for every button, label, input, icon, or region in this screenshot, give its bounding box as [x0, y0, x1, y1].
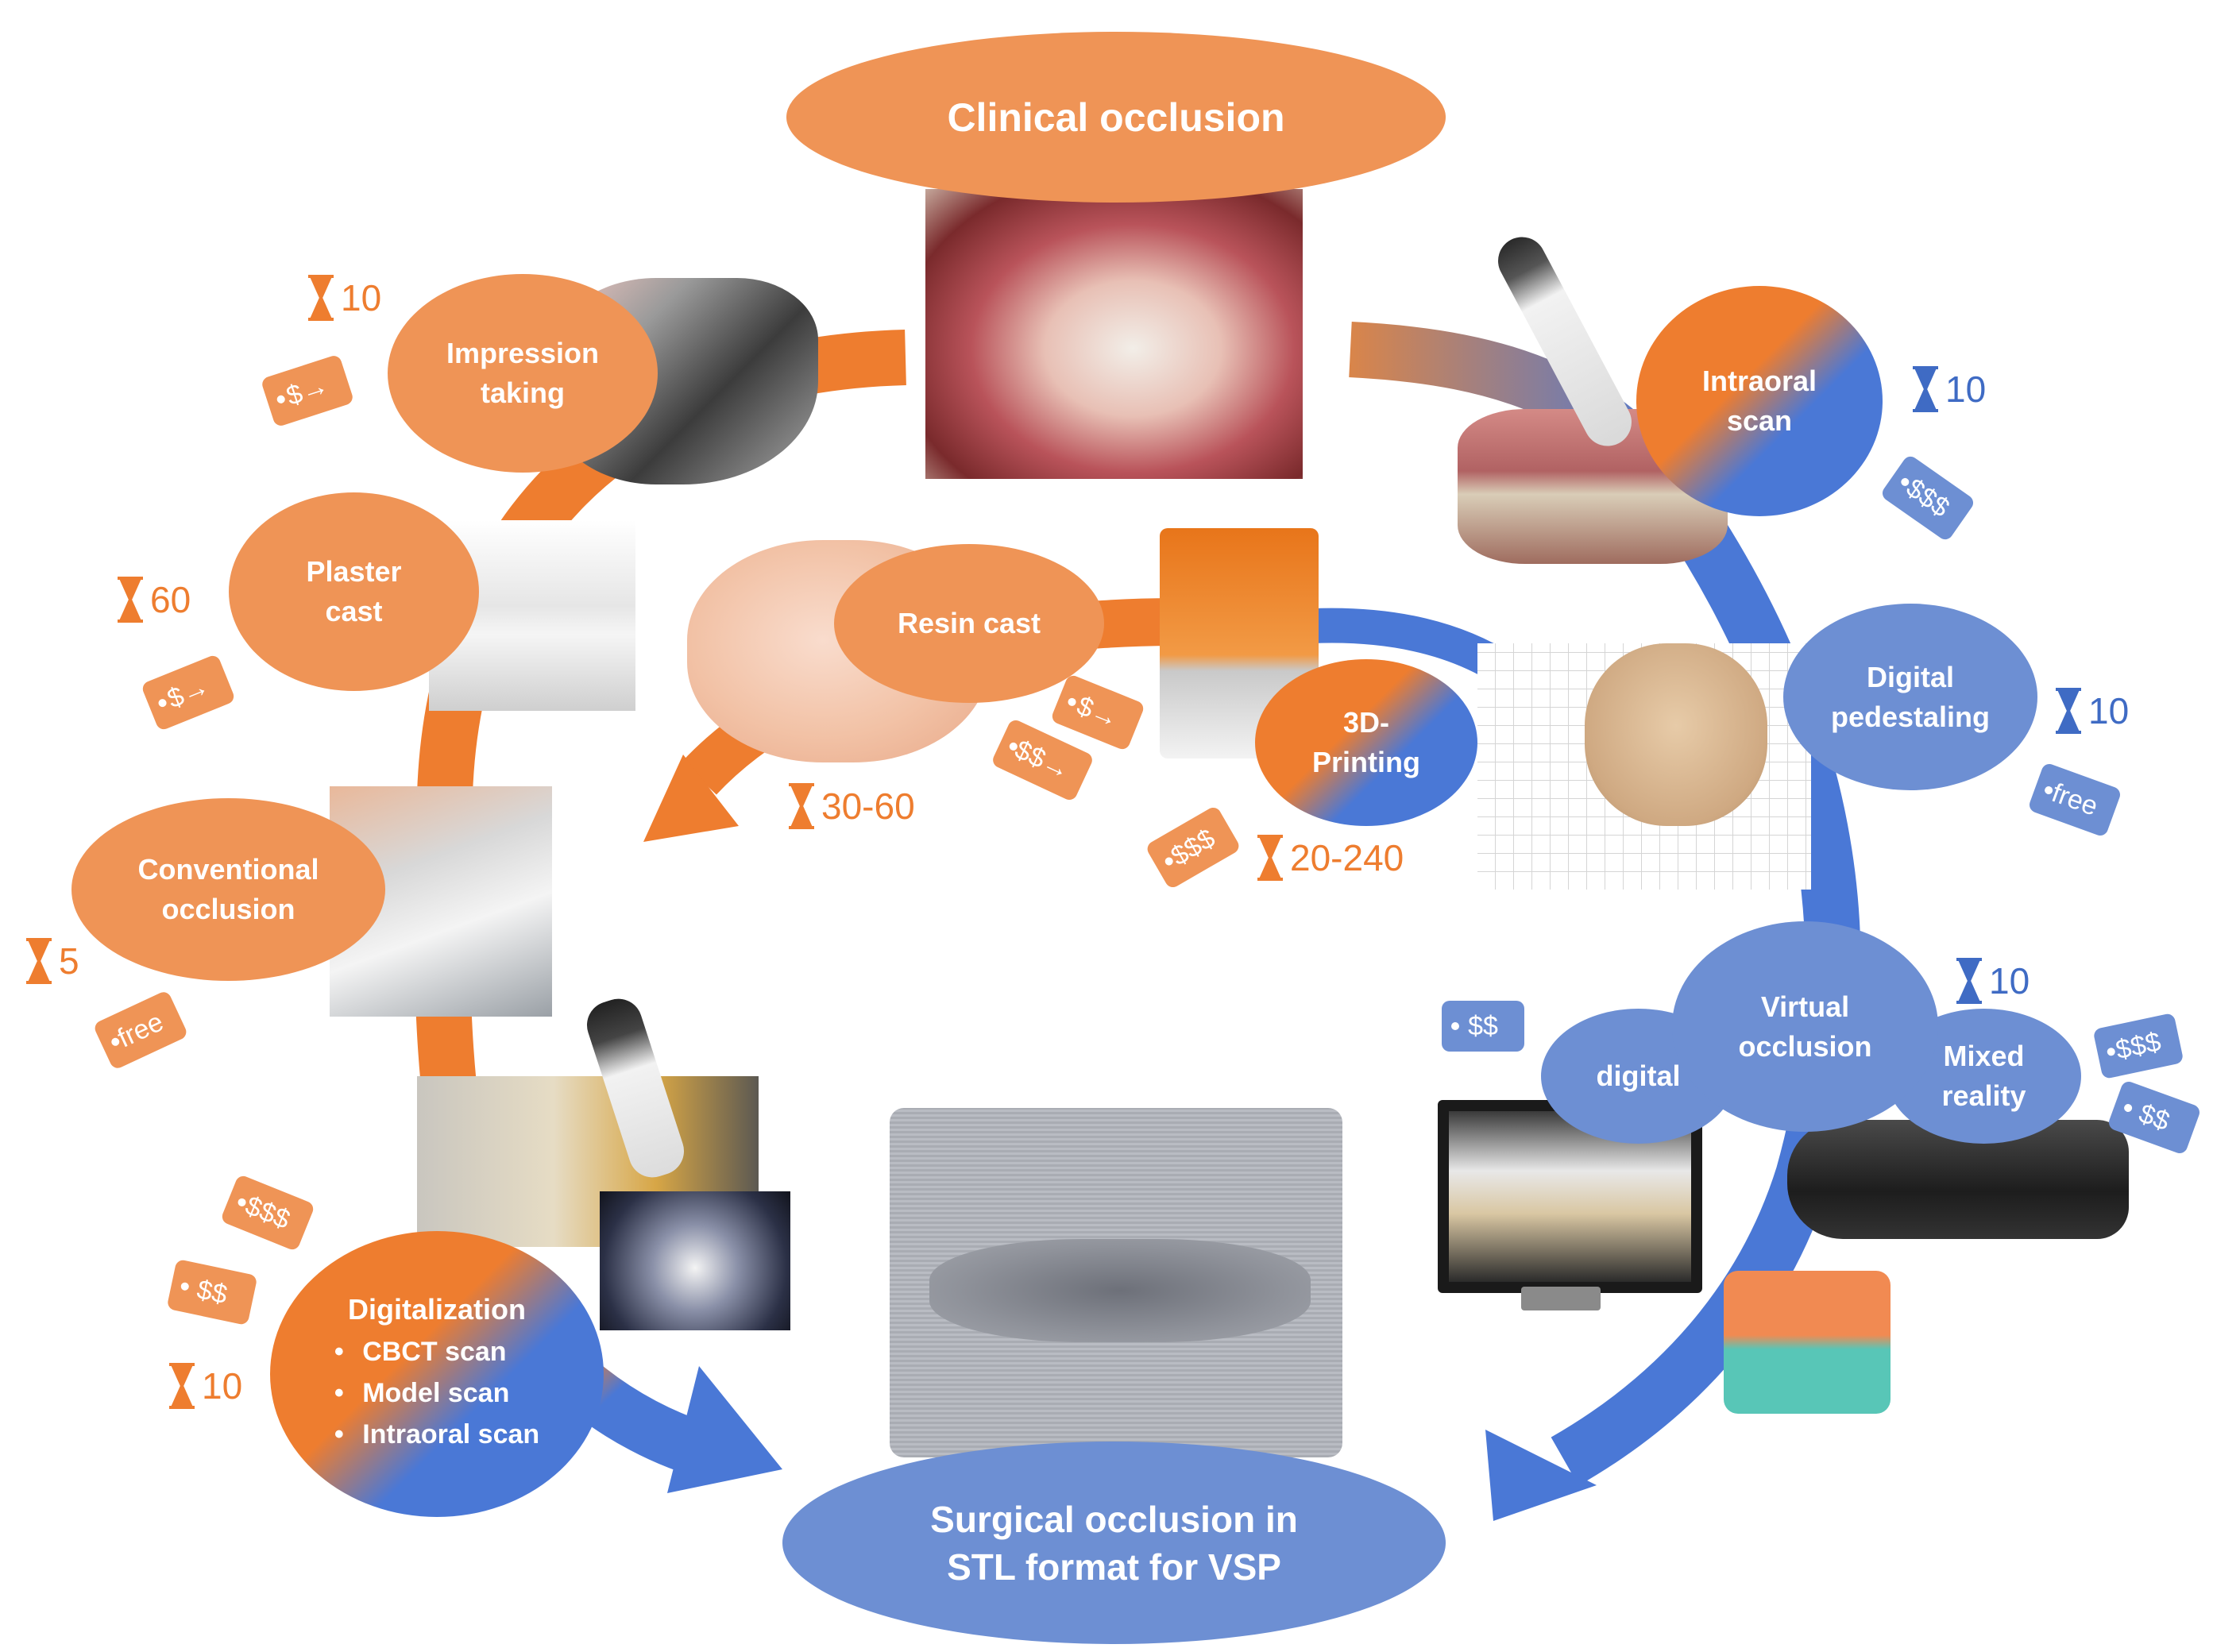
timer-printing-value: 20-240: [1290, 837, 1404, 878]
pedestaling-model-photo: [1585, 643, 1767, 826]
node-plaster-line2: cast: [325, 595, 383, 627]
timer-plaster-value: 60: [150, 579, 191, 620]
node-resin-cast: Resin cast: [834, 544, 1104, 703]
hourglass-icon: [2056, 688, 2081, 734]
node-virtual-line2: occlusion: [1738, 1029, 1872, 1063]
node-3d-printing: 3D- Printing: [1255, 659, 1477, 826]
node-pedestaling-line2: pedestaling: [1830, 700, 1991, 733]
timer-impression-value: 10: [341, 277, 382, 318]
node-digital-pedestaling: Digital pedestaling: [1783, 604, 2037, 790]
digitalization-item-model: Model scan: [334, 1372, 539, 1414]
scanner-closeup-photo: [600, 1191, 790, 1330]
node-impression-line2: taking: [480, 376, 565, 409]
hourglass-icon: [118, 577, 143, 623]
timer-virtual-value: 10: [1989, 960, 2030, 1002]
node-mixed-line1: Mixed: [1943, 1040, 2025, 1072]
node-digital-label: digital: [1596, 1060, 1681, 1092]
node-digitalization-title: Digitalization: [348, 1293, 526, 1326]
timer-virtual: 10: [1954, 957, 2030, 1005]
hourglass-icon: [26, 938, 52, 984]
node-mixed-line2: reality: [1941, 1079, 2026, 1112]
clinical-occlusion-photo: [925, 189, 1303, 479]
timer-pedestaling-value: 10: [2088, 690, 2130, 731]
hourglass-icon: [1257, 835, 1283, 881]
node-pedestaling-line1: Digital: [1866, 660, 1954, 693]
node-plaster-line1: Plaster: [306, 555, 402, 588]
node-conventional-line1: Conventional: [137, 853, 319, 886]
monitor-stand: [1521, 1287, 1601, 1310]
timer-digitalization: 10: [167, 1362, 242, 1410]
node-intraoral-scan: Intraoral scan: [1636, 286, 1883, 516]
node-clinical-occlusion-label: Clinical occlusion: [947, 95, 1285, 140]
timer-impression: 10: [306, 274, 381, 322]
surgical-occlusion-teeth: [929, 1239, 1311, 1342]
node-conventional-line2: occlusion: [161, 893, 295, 925]
hourglass-icon: [308, 275, 334, 321]
node-digitalization: Digitalization CBCT scan Model scan Intr…: [270, 1231, 604, 1517]
timer-pedestaling: 10: [2053, 687, 2129, 735]
timer-plaster: 60: [115, 576, 191, 623]
timer-intraoral: 10: [1910, 365, 1986, 413]
node-resin-label: Resin cast: [897, 607, 1041, 639]
node-clinical-occlusion: Clinical occlusion: [786, 32, 1446, 203]
node-printing-line2: Printing: [1312, 746, 1420, 778]
hourglass-icon: [1956, 958, 1982, 1004]
timer-resin-value: 30-60: [821, 785, 915, 827]
node-surgical-line2: STL format for VSP: [947, 1546, 1281, 1588]
digitalization-method-list: CBCT scan Model scan Intraoral scan: [334, 1331, 539, 1455]
node-intraoral-line1: Intraoral: [1701, 365, 1817, 397]
digital-arrowhead: [1485, 1430, 1597, 1521]
node-intraoral-line2: scan: [1726, 404, 1793, 437]
node-virtual-occlusion: Virtual occlusion: [1672, 921, 1938, 1132]
digitalization-arrowhead: [667, 1366, 782, 1493]
node-impression-taking: Impression taking: [388, 274, 658, 473]
digitalization-item-intraoral: Intraoral scan: [334, 1414, 539, 1455]
timer-conventional: 5: [24, 937, 79, 985]
mixed-reality-model-photo: [1724, 1271, 1891, 1414]
node-printing-line1: 3D-: [1342, 706, 1389, 739]
hourglass-icon: [169, 1363, 195, 1409]
timer-digitalization-value: 10: [202, 1365, 243, 1407]
node-virtual-line1: Virtual: [1760, 990, 1850, 1023]
digitalization-item-cbct: CBCT scan: [334, 1331, 539, 1372]
timer-printing: 20-240: [1255, 834, 1404, 882]
node-impression-line1: Impression: [446, 337, 600, 369]
price-tag-digital: $$: [1442, 1001, 1524, 1052]
node-conventional-occlusion: Conventional occlusion: [71, 798, 385, 981]
hourglass-icon: [789, 783, 814, 829]
node-plaster-cast: Plaster cast: [229, 492, 479, 691]
hourglass-icon: [1913, 366, 1938, 412]
node-surgical-occlusion: Surgical occlusion in STL format for VSP: [782, 1442, 1446, 1644]
node-surgical-line1: Surgical occlusion in: [930, 1498, 1298, 1540]
timer-conventional-value: 5: [59, 940, 79, 982]
timer-resin: 30-60: [786, 782, 915, 830]
resin-arrowhead: [643, 755, 739, 842]
timer-intraoral-value: 10: [1945, 369, 1987, 410]
